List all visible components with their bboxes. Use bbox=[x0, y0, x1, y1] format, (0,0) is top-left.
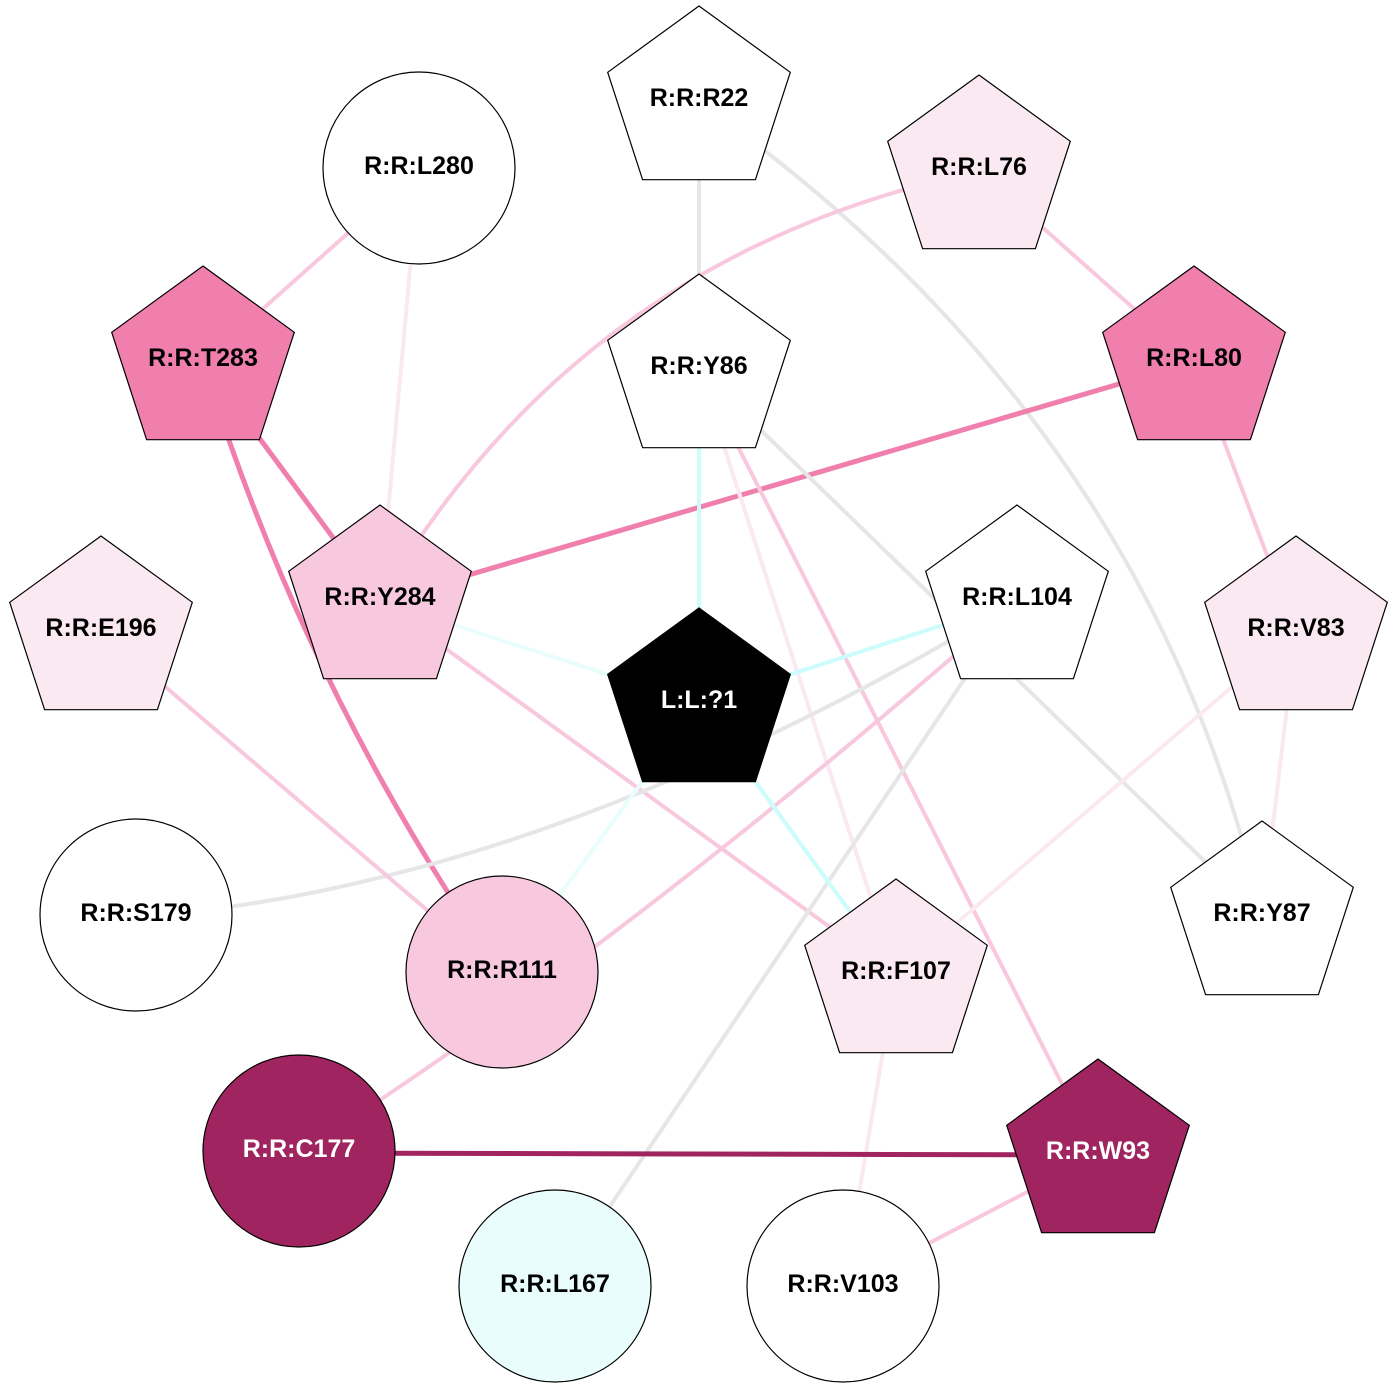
node-label: R:R:S179 bbox=[80, 899, 191, 927]
node-r-r-l280[interactable]: R:R:L280 bbox=[322, 71, 516, 265]
node-r-r-y87[interactable]: R:R:Y87 bbox=[1169, 820, 1355, 996]
node-label: R:R:C177 bbox=[243, 1135, 356, 1163]
node-label: R:R:F107 bbox=[841, 957, 951, 985]
node-r-r-e196[interactable]: R:R:E196 bbox=[8, 535, 194, 711]
node-r-r-r22[interactable]: R:R:R22 bbox=[606, 5, 792, 181]
node-r-r-l167[interactable]: R:R:L167 bbox=[458, 1189, 652, 1383]
node-label: R:R:T283 bbox=[148, 344, 258, 372]
node-label: R:R:L80 bbox=[1146, 344, 1242, 372]
pentagon-shape bbox=[886, 74, 1072, 250]
node-label: R:R:W93 bbox=[1046, 1137, 1150, 1165]
edge-r-r-r22-r-r-y87 bbox=[697, 100, 1264, 918]
node-r-r-c177[interactable]: R:R:C177 bbox=[202, 1054, 396, 1248]
edge-r-r-l104-r-r-s179 bbox=[135, 599, 1019, 919]
node-label: L:L:?1 bbox=[661, 686, 737, 714]
circle-shape bbox=[746, 1189, 940, 1383]
node-r-r-v83[interactable]: R:R:V83 bbox=[1203, 535, 1389, 711]
edge-r-r-l80-r-r-y284 bbox=[379, 359, 1195, 604]
node-l-l-1[interactable]: L:L:?1 bbox=[606, 607, 792, 783]
edge-r-r-l76-r-r-y284 bbox=[378, 169, 980, 603]
edge-r-r-y86-r-r-w93 bbox=[697, 369, 1100, 1156]
pentagon-shape bbox=[1101, 265, 1287, 441]
node-label: R:R:Y87 bbox=[1213, 899, 1310, 927]
node-r-r-l104[interactable]: R:R:L104 bbox=[924, 504, 1110, 680]
pentagon-shape bbox=[1203, 535, 1389, 711]
pentagon-shape bbox=[110, 265, 296, 441]
pentagon-shape bbox=[803, 878, 989, 1054]
node-r-r-v103[interactable]: R:R:V103 bbox=[746, 1189, 940, 1383]
node-r-r-y284[interactable]: R:R:Y284 bbox=[287, 504, 473, 680]
node-label: R:R:L104 bbox=[962, 583, 1072, 611]
edge-r-r-l104-r-r-c177 bbox=[297, 599, 1019, 1155]
node-label: R:R:L76 bbox=[931, 153, 1027, 181]
node-label: R:R:V103 bbox=[787, 1270, 898, 1298]
node-r-r-w93[interactable]: R:R:W93 bbox=[1005, 1058, 1191, 1234]
node-r-r-l80[interactable]: R:R:L80 bbox=[1101, 265, 1287, 441]
edge-r-r-l104-r-r-l167 bbox=[553, 599, 1019, 1290]
pentagon-shape bbox=[924, 504, 1110, 680]
node-label: R:R:L280 bbox=[364, 152, 474, 180]
node-label: R:R:E196 bbox=[45, 614, 156, 642]
node-r-r-l76[interactable]: R:R:L76 bbox=[886, 74, 1072, 250]
node-r-r-t283[interactable]: R:R:T283 bbox=[110, 265, 296, 441]
pentagon-shape bbox=[606, 607, 792, 783]
circle-shape bbox=[39, 818, 233, 1012]
node-label: R:R:V83 bbox=[1247, 614, 1344, 642]
pentagon-shape bbox=[8, 535, 194, 711]
circle-shape bbox=[405, 875, 599, 1069]
node-r-r-y86[interactable]: R:R:Y86 bbox=[606, 273, 792, 449]
edge-r-r-c177-r-r-w93 bbox=[298, 1150, 1099, 1158]
circle-shape bbox=[322, 71, 516, 265]
pentagon-shape bbox=[1005, 1058, 1191, 1234]
pentagon-shape bbox=[606, 5, 792, 181]
node-label: R:R:Y284 bbox=[324, 583, 435, 611]
node-r-r-s179[interactable]: R:R:S179 bbox=[39, 818, 233, 1012]
node-label: R:R:Y86 bbox=[650, 352, 747, 380]
node-label: R:R:R22 bbox=[650, 84, 749, 112]
edge-r-r-v83-r-r-f107 bbox=[894, 630, 1298, 977]
circle-shape bbox=[458, 1189, 652, 1383]
circle-shape bbox=[202, 1054, 396, 1248]
node-label: R:R:L167 bbox=[500, 1270, 610, 1298]
node-label: R:R:R111 bbox=[447, 956, 557, 984]
node-r-r-r111[interactable]: R:R:R111 bbox=[405, 875, 599, 1069]
pentagon-shape bbox=[606, 273, 792, 449]
pentagon-shape bbox=[287, 504, 473, 680]
node-r-r-f107[interactable]: R:R:F107 bbox=[803, 878, 989, 1054]
pentagon-shape bbox=[1169, 820, 1355, 996]
